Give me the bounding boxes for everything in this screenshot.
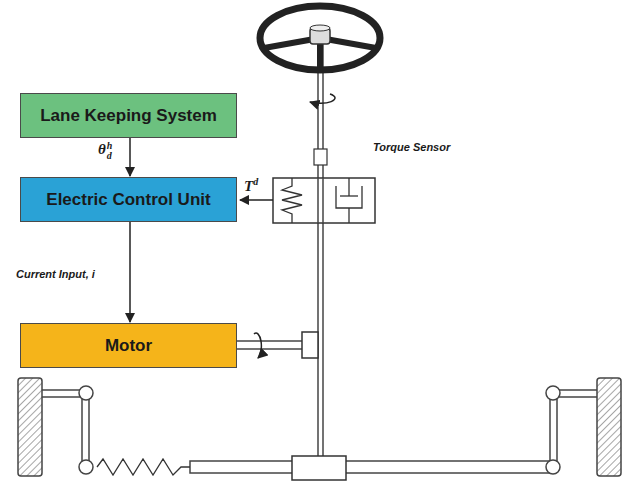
box-label: Motor (97, 336, 160, 356)
part-label: Torque Sensor (373, 141, 450, 153)
steering-column (318, 44, 323, 462)
control-box: Electric Control Unit (20, 177, 237, 222)
edge-label: Current Input, i (16, 268, 95, 280)
steering-wheel (260, 6, 380, 70)
signal-name: Td (244, 176, 258, 195)
actuator-box: Motor (20, 323, 237, 368)
box-label: Electric Control Unit (38, 190, 218, 210)
signal-arrow (129, 222, 131, 322)
torque-sensor (314, 149, 327, 165)
box-label: Lane Keeping System (32, 106, 225, 126)
right-wheel-linkage (546, 378, 621, 476)
left-wheel-linkage (18, 378, 93, 476)
signal-arrow (129, 138, 131, 176)
signal-arrow (240, 199, 273, 201)
spring-damper (273, 178, 375, 223)
steering-rack (97, 456, 555, 480)
process-box: Lane Keeping System (20, 93, 237, 138)
motor-shaft (237, 332, 318, 358)
rotation-arrow (310, 94, 335, 103)
spacer (460, 459, 555, 475)
signal-name: θhd (98, 141, 112, 161)
